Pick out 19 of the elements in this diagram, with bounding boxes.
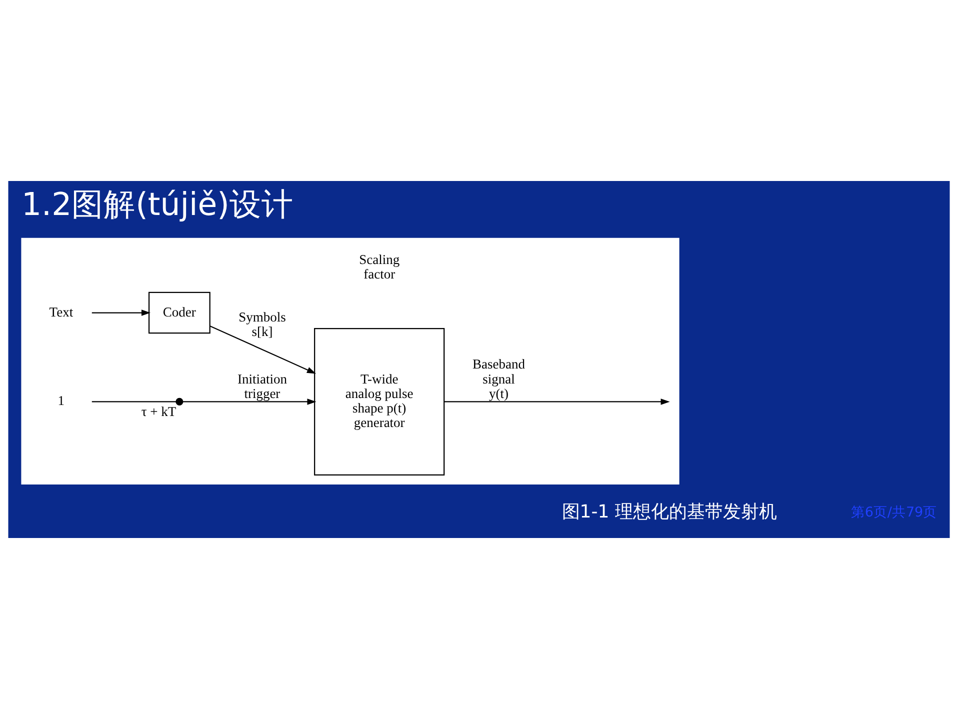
connector: [92, 400, 176, 402]
diagram-title: 1.2图解(tújiě)设计: [22, 186, 294, 223]
edge-label: Symbols s[k]: [238, 308, 286, 338]
caption: 图1-1 理想化的基带发射机: [562, 501, 777, 522]
arrow: [182, 398, 316, 404]
label: 第6页/共79页: [850, 504, 938, 520]
arrow: [444, 398, 670, 404]
edge-label: Initiation trigger: [237, 370, 287, 400]
node-box: T-wide analog pulse shape p(t) generator: [314, 327, 445, 475]
node-text: Text: [49, 304, 74, 319]
cluster: [21, 237, 680, 484]
node-box: Coder: [148, 291, 210, 334]
label: Scaling factor: [359, 251, 400, 282]
arrow: [92, 309, 150, 316]
arrow: [210, 325, 316, 374]
edge-label: Baseband signal y(t): [472, 356, 525, 400]
node-label: τ + kT: [141, 403, 176, 418]
node-switch: [176, 397, 184, 406]
node-text: 1: [58, 392, 65, 408]
